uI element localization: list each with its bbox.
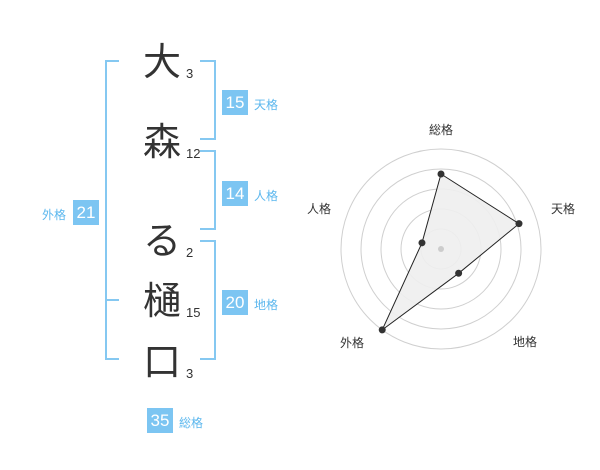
tenkaku-value: 15 <box>222 90 248 115</box>
gaikaku-value: 21 <box>73 200 99 225</box>
tenkaku-label: 天格 <box>254 98 279 112</box>
radar-axis-label-gaikaku: 外格 <box>340 335 364 350</box>
radar-center-dot <box>438 246 444 252</box>
gaikaku-label: 外格 <box>42 208 67 222</box>
radar-data-polygon <box>381 173 520 331</box>
name-char-3: る <box>142 219 181 263</box>
tenkaku-bracket <box>200 60 216 140</box>
soukaku-label: 総格 <box>179 416 204 430</box>
stroke-count-3: 2 <box>186 245 194 260</box>
jinkaku-label: 人格 <box>254 189 279 203</box>
radar-points <box>378 170 523 334</box>
stroke-count-4: 15 <box>186 305 201 320</box>
chikaku-bracket <box>200 240 216 360</box>
soukaku-value: 35 <box>147 408 173 433</box>
stroke-count-5: 3 <box>186 366 194 381</box>
radar-ring <box>340 148 542 350</box>
radar-point <box>378 326 386 334</box>
jinkaku-bracket <box>200 150 216 230</box>
name-char-4: 樋 <box>142 279 181 323</box>
radar-point <box>437 170 445 178</box>
radar-axis-label-soukaku: 総格 <box>429 122 453 137</box>
radar-ring <box>360 168 522 330</box>
chikaku-label: 地格 <box>254 298 279 312</box>
chikaku-value: 20 <box>222 290 248 315</box>
name-char-2: 森 <box>142 120 181 164</box>
name-char-1: 大 <box>142 40 181 84</box>
stroke-count-1: 3 <box>186 66 194 81</box>
gaikaku-bracket-divider <box>105 299 119 301</box>
radar-axis-label-tenkaku: 天格 <box>551 201 575 216</box>
radar-point <box>515 220 523 228</box>
radar-point <box>418 239 426 247</box>
name-char-5: 口 <box>142 340 181 384</box>
radar-point <box>455 269 463 277</box>
radar-axis-label-jinkaku: 人格 <box>307 201 331 216</box>
stroke-count-2: 12 <box>186 146 201 161</box>
radar-axis-label-chikaku: 地格 <box>513 334 537 349</box>
gaikaku-bracket <box>105 60 119 360</box>
jinkaku-value: 14 <box>222 181 248 206</box>
